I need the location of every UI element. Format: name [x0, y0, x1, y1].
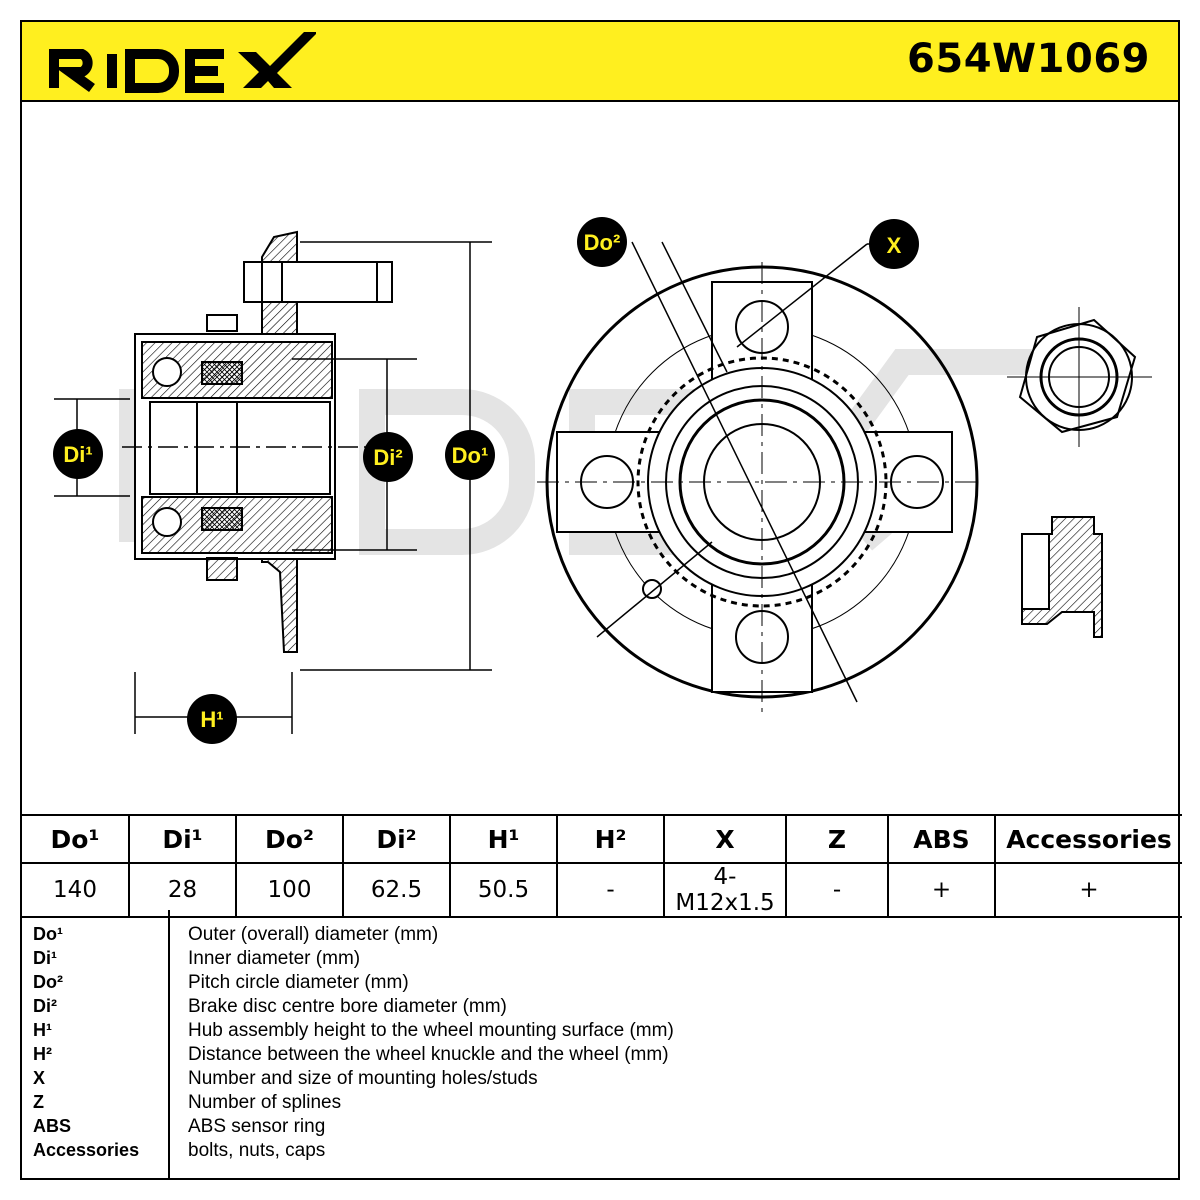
- spec-header-cell: H²: [556, 814, 665, 864]
- spec-header-cell: Di¹: [128, 814, 237, 864]
- dimension-lines: [54, 241, 492, 734]
- spec-value-cell: 28: [128, 862, 237, 918]
- legend-row: ABS ABS sensor ring: [22, 1116, 1178, 1140]
- spec-header-cell: Do²: [235, 814, 344, 864]
- badge-do1: Do¹: [445, 430, 495, 480]
- spec-value-row: 140 28 100 62.5 50.5 - 4-M12x1.5 - + +: [22, 862, 1182, 918]
- spec-value-cell: +: [994, 862, 1182, 918]
- spec-value-cell: -: [785, 862, 889, 918]
- spec-header-cell: X: [663, 814, 787, 864]
- technical-drawing: Di¹ Di² Do¹ H¹ Do² X: [22, 102, 1178, 814]
- legend-row: Accessories bolts, nuts, caps: [22, 1140, 1178, 1164]
- spec-header-cell: Z: [785, 814, 889, 864]
- legend-row: H¹ Hub assembly height to the wheel moun…: [22, 1020, 1178, 1044]
- legend-desc: Outer (overall) diameter (mm): [188, 924, 439, 945]
- legend-row: Do¹ Outer (overall) diameter (mm): [22, 924, 1178, 948]
- spec-header-cell: Do¹: [22, 814, 130, 864]
- legend-key: H¹: [33, 1020, 52, 1040]
- nut-views: [1007, 307, 1152, 638]
- spec-header-row: Do¹ Di¹ Do² Di² H¹ H² X Z ABS Accessorie…: [22, 814, 1182, 864]
- svg-text:Di¹: Di¹: [63, 442, 92, 467]
- spec-header-cell: ABS: [887, 814, 996, 864]
- spec-value-cell: 100: [235, 862, 344, 918]
- legend-desc: Brake disc centre bore diameter (mm): [188, 996, 507, 1017]
- spec-value-cell: 62.5: [342, 862, 451, 918]
- part-number: 654W1069: [907, 36, 1150, 82]
- legend-desc: ABS sensor ring: [188, 1116, 326, 1137]
- spec-value-cell: 140: [22, 862, 130, 918]
- hub-section-view: [122, 230, 393, 653]
- spec-value-cell: 50.5: [449, 862, 558, 918]
- spec-value-cell: -: [556, 862, 665, 918]
- legend-key: Accessories: [33, 1140, 140, 1160]
- legend-desc: bolts, nuts, caps: [188, 1140, 326, 1161]
- legend-row: H² Distance between the wheel knuckle an…: [22, 1044, 1178, 1068]
- spec-value-cell: +: [887, 862, 996, 918]
- badge-x: X: [869, 219, 919, 269]
- header-bar: 654W1069: [22, 22, 1178, 102]
- badge-do2: Do²: [577, 217, 627, 267]
- legend-key: Z: [33, 1092, 44, 1112]
- legend-row: Do² Pitch circle diameter (mm): [22, 972, 1178, 996]
- spec-table: Do¹ Di¹ Do² Di² H¹ H² X Z ABS Accessorie…: [22, 814, 1182, 918]
- legend-row: Di² Brake disc centre bore diameter (mm): [22, 996, 1178, 1020]
- legend-key: ABS: [33, 1116, 72, 1136]
- spec-value-cell: 4-M12x1.5: [663, 862, 787, 918]
- legend-desc: Hub assembly height to the wheel mountin…: [188, 1020, 674, 1041]
- hub-front-view: [537, 241, 982, 712]
- legend-key: Do²: [33, 972, 63, 992]
- svg-text:X: X: [887, 233, 902, 258]
- ridex-logo-icon: [49, 32, 318, 93]
- legend-key: H²: [33, 1044, 52, 1064]
- svg-text:Di²: Di²: [373, 445, 402, 470]
- badge-di2: Di²: [363, 432, 413, 482]
- legend-row: Di¹ Inner diameter (mm): [22, 948, 1178, 972]
- brand-logo: [46, 30, 318, 98]
- legend-desc: Inner diameter (mm): [188, 948, 361, 969]
- svg-text:H¹: H¹: [200, 707, 223, 732]
- legend-desc: Pitch circle diameter (mm): [188, 972, 409, 993]
- legend-row: X Number and size of mounting holes/stud…: [22, 1068, 1178, 1092]
- spec-header-cell: Di²: [342, 814, 451, 864]
- datasheet: 654W1069: [20, 20, 1182, 1180]
- legend-desc: Number of splines: [188, 1092, 342, 1113]
- spec-header-cell: H¹: [449, 814, 558, 864]
- drawing-svg: Di¹ Di² Do¹ H¹ Do² X: [53, 217, 1152, 744]
- legend-key: Do¹: [33, 924, 63, 944]
- svg-text:Do¹: Do¹: [452, 443, 489, 468]
- badge-di1: Di¹: [53, 429, 103, 479]
- legend-divider: [168, 910, 170, 1180]
- svg-text:Do²: Do²: [584, 230, 621, 255]
- legend-key: Di¹: [33, 948, 57, 968]
- legend-desc: Distance between the wheel knuckle and t…: [188, 1044, 669, 1065]
- legend-desc: Number and size of mounting holes/studs: [188, 1068, 538, 1089]
- badge-h1: H¹: [187, 694, 237, 744]
- legend-key: Di²: [33, 996, 57, 1016]
- legend-key: X: [33, 1068, 46, 1088]
- spec-header-cell: Accessories: [994, 814, 1182, 864]
- legend-row: Z Number of splines: [22, 1092, 1178, 1116]
- legend: Do¹ Outer (overall) diameter (mm) Di¹ In…: [22, 910, 1178, 1180]
